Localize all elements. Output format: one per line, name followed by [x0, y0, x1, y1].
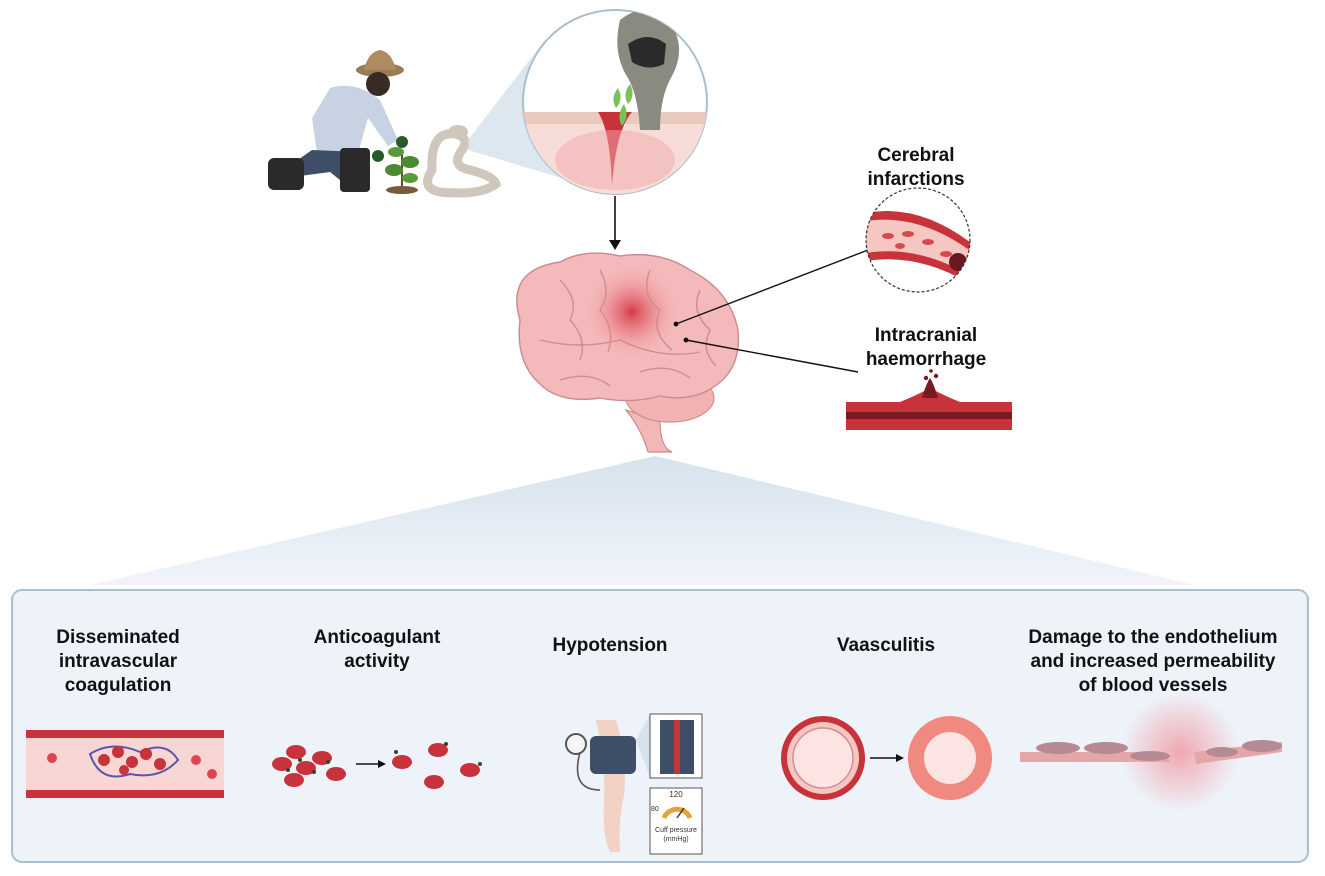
panel-callout-fan [90, 456, 1195, 585]
label-hypotension: Hypotension [552, 635, 668, 656]
dic-vessel-illustration [26, 730, 224, 798]
gauge-left-value: 80 [651, 806, 659, 813]
gauge-top-value: 120 [669, 790, 683, 799]
vasculitis-illustration [781, 716, 992, 800]
brain-illustration [516, 252, 740, 453]
plant-illustration [385, 147, 419, 194]
anticoagulant-illustration [272, 742, 482, 789]
infarction-vessel-circle [865, 187, 971, 293]
label-vasculitis: Vaasculitis [836, 635, 936, 656]
label-endothelium: Damage to the endothelium and increased … [1028, 627, 1278, 696]
arrow-bite-to-brain [609, 196, 621, 250]
hypotension-illustration [565, 713, 703, 855]
leader-line-intracranial [685, 339, 859, 373]
farmer-illustration [268, 50, 408, 192]
label-dic: Disseminated intravascular coagulation [56, 627, 180, 696]
label-anticoagulant: Anticoagulant activity [313, 627, 441, 672]
gauge-caption: Cuff pressure (mmHg) [655, 827, 697, 843]
leader-line-cerebral [675, 249, 869, 325]
endothelium-illustration [1020, 692, 1282, 812]
bite-zoom-circle [522, 9, 708, 195]
label-intracranial-haemorrhage: Intracranial haemorrhage [865, 325, 987, 370]
haemorrhage-vessel [846, 369, 1012, 430]
label-cerebral-infarctions: Cerebral infarctions [867, 145, 965, 190]
snake-illustration [423, 125, 502, 198]
